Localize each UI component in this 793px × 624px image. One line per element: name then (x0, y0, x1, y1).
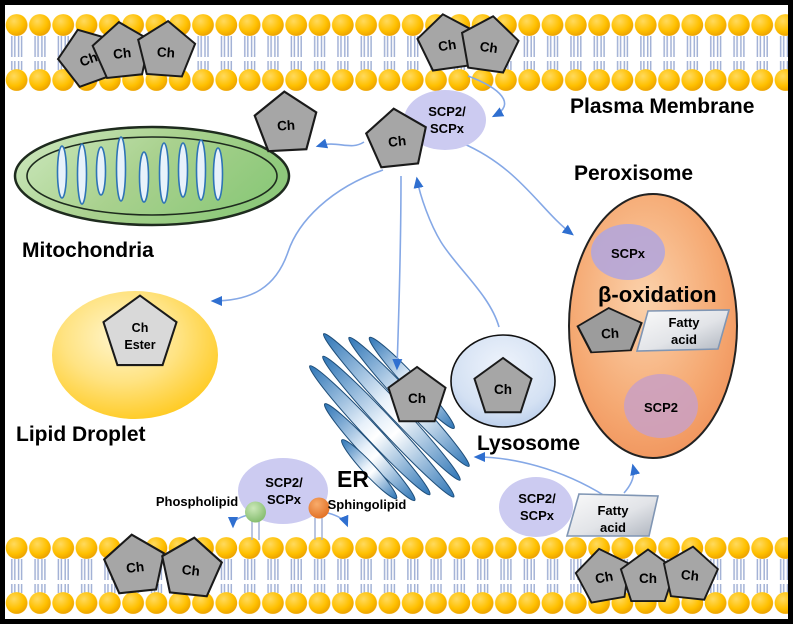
beta-oxidation-label: β-oxidation (598, 282, 717, 307)
ch-label: Ch (181, 562, 200, 579)
fatty-acid-bottom: Fatty acid (565, 493, 659, 537)
fatty-acid-bottom-line1: Fatty (597, 503, 629, 518)
scp-carrier-fattyacid-line1: SCP2/ (518, 491, 556, 506)
scp-carrier-er-line2: SCPx (267, 492, 302, 507)
scp-carrier-fattyacid-line2: SCPx (520, 508, 555, 523)
arrow-hub-to-lipid-droplet (210, 169, 384, 307)
ch-label: Ch (77, 49, 99, 69)
scp-carrier-fattyacid: SCP2/ SCPx (499, 477, 573, 537)
cholesterol-near-mitochondria: Ch (252, 88, 320, 153)
arrow-lysosome-to-hub (413, 176, 500, 328)
cholesterol-near-er: Ch (387, 366, 447, 423)
ch-label: Ch (479, 39, 499, 56)
cholesterol-peroxisome: Ch (575, 305, 645, 355)
sphingolipid-label: Sphingolipid (328, 497, 407, 512)
mitochondria-cristae (56, 136, 224, 205)
ch-label: Ch (680, 567, 699, 584)
arrow-sphingolipid-to-membrane (327, 512, 349, 528)
scp2-label: SCP2 (644, 400, 678, 415)
cholesterol-membrane-bottom-left-1: Ch (100, 530, 169, 596)
cholesterol-membrane-bottom-right-1: Ch (571, 543, 636, 606)
arrow-fattyacid-to-peroxisome (623, 463, 641, 494)
plasma-membrane-label: Plasma Membrane (570, 95, 754, 118)
ch-ester-line1: Ch (132, 321, 149, 335)
fatty-acid-bottom-line2: acid (600, 520, 626, 535)
phospholipid-label: Phospholipid (156, 494, 238, 509)
ch-label: Ch (494, 382, 512, 397)
transport-arrows (210, 75, 641, 529)
cholesterol-hub: Ch (362, 104, 431, 170)
sphingolipid-molecule (308, 497, 330, 540)
scp-carrier-er-line1: SCP2/ (265, 475, 303, 490)
ch-label: Ch (156, 44, 175, 60)
mitochondria (13, 125, 291, 227)
ch-label: Ch (277, 118, 296, 134)
arrow-phospholipid-to-membrane (227, 514, 249, 529)
cholesterol-membrane-top-right-2: Ch (456, 11, 523, 76)
cholesterol-membrane-bottom-left-2: Ch (157, 533, 226, 599)
ch-label: Ch (387, 133, 406, 150)
er-label: ER (337, 466, 369, 492)
fatty-acid-line1: Fatty (668, 315, 700, 330)
cholesterol-membrane-top-left-3: Ch (134, 18, 198, 79)
lipid-droplet-label: Lipid Droplet (16, 423, 146, 446)
ch-label: Ch (601, 326, 620, 342)
peroxisome-label: Peroxisome (574, 162, 693, 185)
ch-label: Ch (408, 391, 426, 406)
scp-carrier-top-line1: SCP2/ (428, 104, 466, 119)
arrow-hub-to-mito-ch (315, 138, 365, 149)
arrow-hub-to-er (392, 175, 403, 371)
phospholipid-molecule (245, 501, 266, 540)
scp-carrier-top-line2: SCPx (430, 121, 465, 136)
ch-ester-line2: Ester (124, 338, 155, 352)
arrow-scp-to-peroxisome (461, 142, 574, 236)
arrow-membrane-to-scp (467, 75, 506, 118)
scpx-enzyme-circle (591, 224, 665, 280)
fatty-acid-line2: acid (671, 332, 697, 347)
cholesterol-lysosome: Ch (473, 357, 533, 414)
ch-label: Ch (112, 45, 131, 62)
scpx-label: SCPx (611, 246, 646, 261)
fatty-acid-peroxisome: Fatty acid (635, 309, 731, 352)
scp2-enzyme-circle (624, 374, 698, 438)
cholesterol-membrane-top-right-1: Ch (413, 9, 480, 74)
ch-label: Ch (437, 37, 457, 54)
mitochondria-label: Mitochondria (22, 239, 154, 262)
cholesterol-membrane-bottom-right-3: Ch (659, 542, 721, 602)
arrow-fattyacid-to-er (473, 451, 606, 497)
cholesterol-membrane-top-left-2: Ch (89, 18, 154, 81)
ch-label: Ch (125, 559, 144, 576)
ch-label: Ch (639, 571, 657, 586)
cholesterol-membrane-bottom-right-2: Ch (619, 548, 677, 603)
ch-label: Ch (594, 569, 614, 587)
cholesterol-ester: Ch Ester (102, 294, 178, 367)
lysosome-label: Lysosome (477, 432, 580, 455)
cholesterol-membrane-top-left-1: Ch (49, 19, 125, 92)
